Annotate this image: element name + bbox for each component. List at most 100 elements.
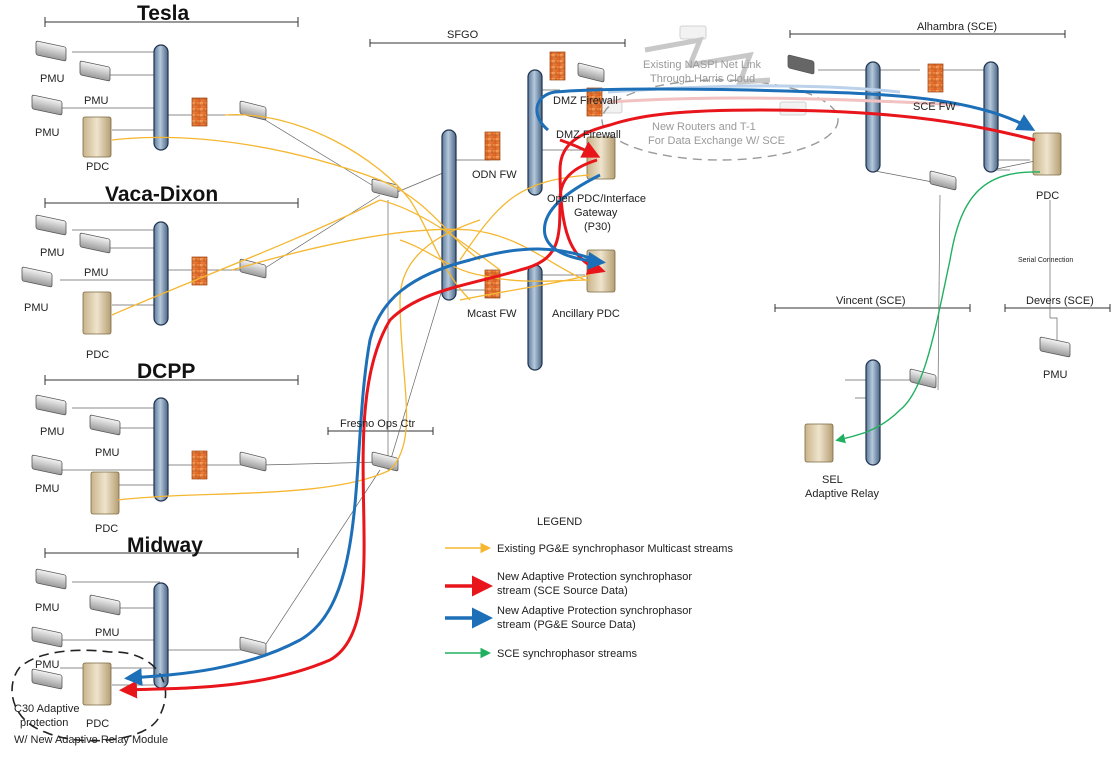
router-icon	[239, 636, 267, 657]
naspi-link	[644, 36, 771, 85]
legend-text-sce-2: stream (SCE Source Data)	[497, 585, 628, 597]
bus-alhambra-2	[983, 61, 999, 173]
pdc-label: PDC	[86, 718, 109, 730]
odn-fw-label: ODN FW	[472, 169, 517, 181]
pmu-label: PMU	[84, 267, 109, 279]
firewalls	[191, 51, 944, 480]
site-title-vaca-dixon: Vaca-Dixon	[105, 183, 218, 206]
openpdc-label-1: Open PDC/Interface	[547, 193, 646, 205]
router-icon	[239, 100, 267, 121]
firewall-icon	[586, 87, 603, 117]
site-title-fresno: Fresno Ops Ctr	[340, 418, 416, 430]
pmu-icon	[89, 414, 121, 436]
router-icon	[371, 451, 399, 472]
bus-midway	[153, 582, 169, 689]
legend-text-pge-1: New Adaptive Protection synchrophasor	[497, 605, 692, 617]
pmu-icon	[89, 594, 121, 616]
pdc-server-icon	[82, 662, 112, 706]
site-title-sfgo: SFGO	[447, 29, 479, 41]
firewall-icon	[191, 256, 208, 286]
legend-text-sce-1: New Adaptive Protection synchrophasor	[497, 571, 692, 583]
firewall-icon	[549, 51, 566, 81]
bus-sfgo-1	[441, 129, 457, 301]
cloud-outlines	[601, 79, 839, 161]
sel-relay-icon	[804, 423, 834, 463]
pmu-label: PMU	[40, 73, 65, 85]
c30-label-3: W/ New Adaptive Relay Module	[14, 734, 168, 746]
pge-source-streams	[124, 87, 1036, 687]
routers-cloud	[601, 79, 839, 161]
legend-title: LEGEND	[537, 516, 582, 528]
firewall-icon	[191, 97, 208, 127]
pmu-icon	[35, 394, 67, 416]
routers-label-2: For Data Exchange W/ SCE	[648, 135, 785, 147]
router-icon	[239, 451, 267, 472]
sel-label-1: SEL	[822, 474, 843, 486]
pmu-label: PMU	[35, 483, 60, 495]
bus-sfgo-2	[527, 69, 543, 196]
pmu-labels: PMU PMU PMU PMU PMU PMU PMU PMU PMU PMU …	[24, 73, 1068, 671]
bus-tesla	[153, 44, 169, 151]
dmz-firewall-label-2: DMZ Firewall	[556, 129, 621, 141]
router-icon	[577, 62, 605, 83]
legend-text-green: SCE synchrophasor streams	[497, 648, 637, 660]
site-title-midway: Midway	[127, 534, 203, 557]
legend: LEGEND Existing PG&E synchrophasor Multi…	[445, 516, 733, 660]
pmu-icon	[21, 266, 53, 288]
c30-label-2: protection	[20, 717, 68, 729]
pmu-icon	[31, 454, 63, 476]
mcast-fw-label: Mcast FW	[467, 308, 517, 320]
site-title-devers: Devers (SCE)	[1026, 295, 1094, 307]
site-title-dcpp: DCPP	[137, 360, 195, 383]
pmu-label: PMU	[1043, 369, 1068, 381]
pmu-icon	[79, 60, 111, 82]
network-ties	[60, 51, 1058, 686]
firewall-icon	[927, 63, 944, 93]
router-icon	[779, 101, 807, 116]
pmu-label: PMU	[40, 426, 65, 438]
pmu-label: PMU	[35, 127, 60, 139]
router-icon	[679, 25, 707, 40]
pmu-icon	[31, 94, 63, 116]
ancillary-pdc-label: Ancillary PDC	[552, 308, 620, 320]
router-icon	[239, 258, 267, 279]
pmu-label: PMU	[24, 302, 49, 314]
ancillary-server-icon	[586, 249, 616, 293]
sce-fw-label: SCE FW	[913, 101, 956, 113]
openpdc-label-3: (P30)	[584, 221, 611, 233]
pmu-icon	[79, 232, 111, 254]
router-icon	[929, 170, 957, 191]
site-title-vincent: Vincent (SCE)	[836, 295, 906, 307]
pdc-server-icon	[82, 116, 112, 158]
sel-label-2: Adaptive Relay	[805, 488, 879, 500]
pmu-label: PMU	[95, 447, 120, 459]
naspi-label-2: Through Harris Cloud	[650, 73, 755, 85]
site-title-tesla: Tesla	[137, 2, 189, 25]
pdc-label: PDC	[86, 161, 109, 173]
sce-source-streams	[119, 108, 1036, 699]
pmu-icon	[35, 214, 67, 236]
pmu-icon	[35, 568, 67, 590]
pmu-icon	[35, 40, 67, 62]
pdc-server-icon	[82, 291, 112, 335]
firewall-icon	[484, 131, 501, 161]
pmu-icon	[31, 626, 63, 648]
pmu-label: PMU	[95, 627, 120, 639]
bus-dcpp	[153, 397, 169, 502]
naspi-label-1: Existing NASPI Net Link	[643, 59, 761, 71]
pdc-label: PDC	[95, 523, 118, 535]
pdc-labels: PDC PDC PDC PDC PDC	[86, 161, 1059, 730]
c30-cloud	[11, 649, 167, 742]
pmu-label: PMU	[35, 659, 60, 671]
openpdc-label-2: Gateway	[574, 207, 618, 219]
sce-sync-streams	[835, 171, 1041, 444]
bus-bars	[153, 44, 999, 689]
legend-text-existing: Existing PG&E synchrophasor Multicast st…	[497, 543, 733, 555]
pdc-label: PDC	[1036, 190, 1059, 202]
pmu-icon	[1039, 336, 1071, 358]
pmu-icon	[31, 668, 63, 690]
pmu-label: PMU	[40, 247, 65, 259]
pmu-label: PMU	[35, 602, 60, 614]
